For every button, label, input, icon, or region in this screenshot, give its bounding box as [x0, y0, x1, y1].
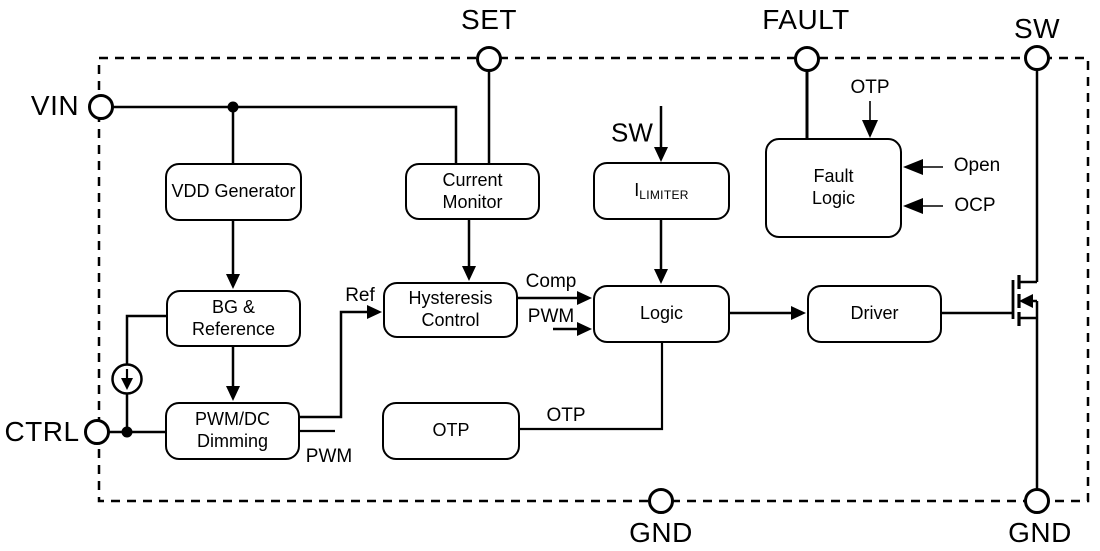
net-label-sw-internal: SW [611, 117, 653, 148]
arrowhead-down-icon [226, 274, 240, 289]
pin-label-set: SET [461, 4, 517, 35]
net-label-pwm-to-logic: PWM [527, 306, 575, 327]
arrowhead-left-icon [903, 198, 923, 214]
arrowhead-right-icon [367, 305, 382, 319]
wire-ref [300, 310, 378, 419]
i-limiter-subscript: LIMITER [639, 187, 689, 202]
block-driver: Driver [807, 285, 942, 343]
net-label-open: Open [953, 155, 1001, 176]
net-label-comp: Comp [525, 271, 577, 292]
block-bg-reference: BG & Reference [166, 290, 301, 347]
net-label-ref: Ref [345, 285, 375, 306]
pin-label-gnd-center: GND [629, 517, 693, 548]
arrowhead-down-icon [862, 120, 878, 138]
arrowhead-down-icon [121, 378, 133, 390]
arrowhead-right-icon [791, 306, 806, 320]
net-label-otp-input: OTP [850, 77, 890, 98]
arrowhead-down-icon [654, 269, 668, 284]
arrowhead-right-icon [577, 322, 592, 336]
pin-circle-fault [794, 46, 820, 72]
mosfet-body-arrow-icon [1019, 294, 1033, 308]
pin-circle-sw [1024, 45, 1050, 71]
net-label-otp-net: OTP [546, 405, 586, 426]
pin-label-sw: SW [1013, 13, 1061, 44]
block-pwm-dc-dimming: PWM/DC Dimming [165, 402, 300, 460]
pin-label-ctrl: CTRL [4, 416, 80, 447]
block-current-monitor: Current Monitor [405, 163, 540, 220]
block-fault-logic: Fault Logic [765, 138, 902, 238]
block-vdd-generator: VDD Generator [165, 163, 302, 221]
block-otp: OTP [382, 402, 520, 460]
pin-circle-vin [88, 94, 114, 120]
arrowhead-down-icon [654, 147, 668, 162]
pin-label-fault: FAULT [762, 4, 850, 35]
arrowhead-right-icon [577, 291, 592, 305]
arrowhead-down-icon [462, 266, 476, 281]
arrowhead-left-icon [903, 159, 923, 175]
junction-dot-ctrl [121, 426, 133, 438]
net-label-pwm-out: PWM [305, 446, 353, 467]
wire-vin [113, 105, 458, 163]
arrowhead-down-icon [226, 386, 240, 401]
block-logic: Logic [593, 285, 730, 343]
pin-circle-gnd-right [1024, 488, 1050, 514]
i-limiter-main: I [634, 180, 640, 201]
wire-otp-net [520, 343, 664, 431]
pin-circle-gnd-center [648, 488, 674, 514]
ic-boundary [97, 56, 1090, 503]
block-hysteresis-control: Hysteresis Control [383, 282, 518, 338]
pin-circle-ctrl [84, 419, 110, 445]
mosfet-symbol [1011, 275, 1037, 326]
pin-label-gnd-right: GND [1008, 517, 1072, 548]
pin-label-vin: VIN [30, 90, 80, 121]
pin-circle-set [476, 46, 502, 72]
net-label-ocp: OCP [954, 195, 996, 216]
